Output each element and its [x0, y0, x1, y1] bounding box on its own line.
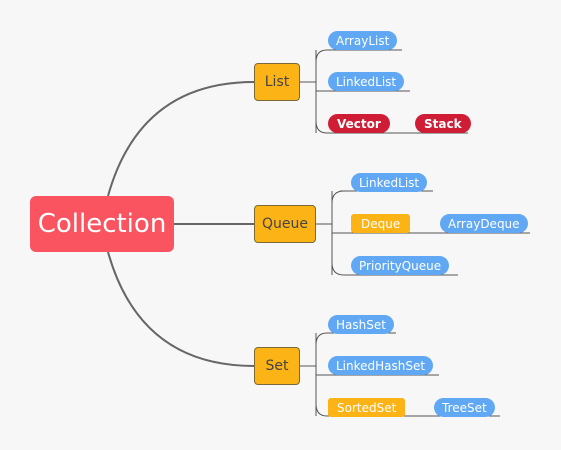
leaf-arraylist[interactable]: ArrayList	[328, 31, 398, 50]
branch-node-queue[interactable]: Queue	[254, 205, 316, 243]
leaf-sortedset[interactable]: SortedSet	[328, 398, 406, 417]
connector-root-list	[107, 81, 255, 197]
connector-root-set	[107, 251, 255, 367]
connector-queue-top-curve	[331, 190, 345, 204]
leaf-treeset[interactable]: TreeSet	[434, 398, 495, 417]
connector-set-bracket	[300, 333, 317, 416]
leaf-priorityqueue[interactable]: PriorityQueue	[351, 256, 450, 275]
leaf-stack[interactable]: Stack	[415, 114, 471, 133]
root-node-collection[interactable]: Collection	[30, 196, 174, 252]
leaf-arraydeque[interactable]: ArrayDeque	[440, 214, 528, 233]
leaf-deque[interactable]: Deque	[351, 214, 411, 233]
leaf-queue-linkedlist[interactable]: LinkedList	[351, 173, 428, 192]
leaf-linkedhashset[interactable]: LinkedHashSet	[328, 356, 434, 375]
connector-queue-priorityqueue	[331, 262, 458, 276]
branch-node-list[interactable]: List	[254, 63, 300, 101]
leaf-vector[interactable]: Vector	[328, 114, 390, 133]
connector-list-bracket	[300, 50, 317, 133]
connector-set-hashset	[315, 332, 396, 346]
connector-set-sortedset	[315, 403, 500, 417]
branch-node-set[interactable]: Set	[254, 347, 300, 385]
connector-list-arraylist	[315, 49, 402, 63]
connector-queue-bracket	[316, 191, 333, 275]
connector-list-vector	[315, 120, 468, 134]
leaf-hashset[interactable]: HashSet	[328, 315, 394, 334]
leaf-linkedlist[interactable]: LinkedList	[328, 72, 405, 91]
